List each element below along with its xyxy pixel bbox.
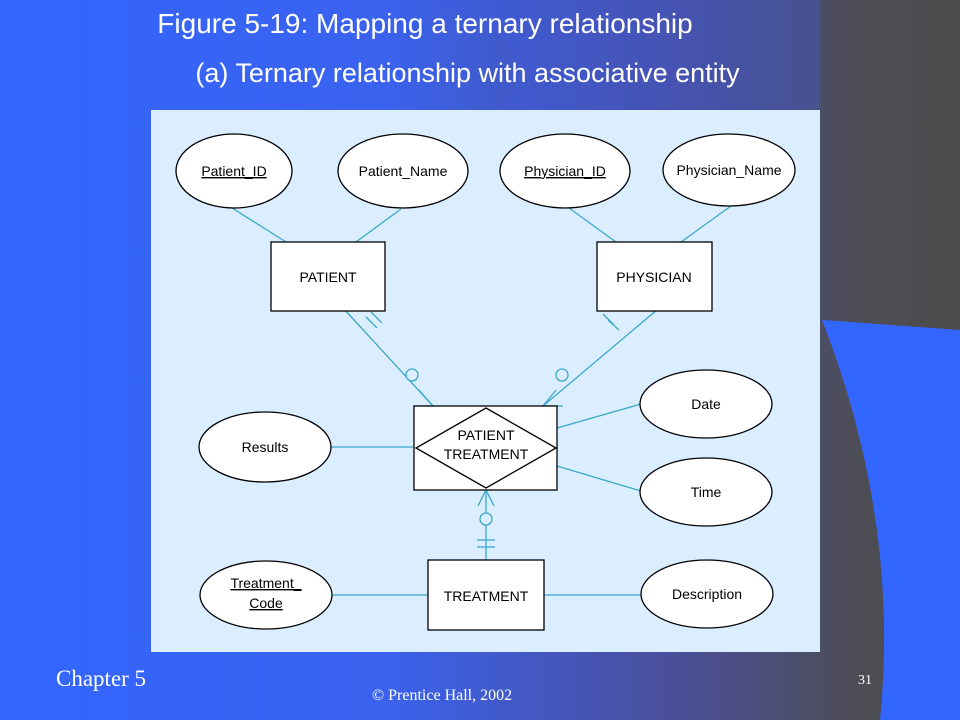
line-patient-id: [228, 205, 287, 243]
chapter-label: Chapter 5: [56, 666, 147, 691]
results-label: Results: [242, 439, 289, 455]
optional-circle-patient: [405, 368, 419, 382]
attr-patient-id: [175, 133, 293, 209]
attr-physician-name: [662, 133, 796, 207]
attr-treatment-code: [199, 560, 333, 630]
associative-diamond: [414, 407, 558, 489]
line-physician-id: [568, 207, 617, 243]
line-patient-assoc: [343, 308, 434, 407]
connector-lines: [228, 205, 732, 596]
attr-date: [639, 369, 773, 439]
optional-circle-physician: [555, 368, 569, 382]
slide-title: Figure 5-19: Mapping a ternary relations…: [157, 8, 693, 39]
page-number: 31: [858, 673, 872, 688]
line-date: [556, 403, 642, 429]
attr-time: [639, 457, 773, 527]
assoc-label-line2: TREATMENT: [444, 446, 529, 462]
physician-entity-label: PHYSICIAN: [616, 269, 691, 285]
patient-id-label: Patient_ID: [201, 163, 266, 179]
time-label: Time: [691, 484, 722, 500]
line-time: [556, 465, 642, 492]
patient-entity-label: PATIENT: [299, 269, 356, 285]
line-physician-name: [680, 205, 732, 243]
line-patient-name: [355, 208, 402, 243]
er-diagram: Patient_ID Patient_Name Physician_ID Phy…: [175, 133, 796, 631]
line-physician-assoc: [542, 308, 659, 407]
entity-patient: [270, 241, 386, 312]
patient-name-label: Patient_Name: [359, 163, 448, 179]
description-label: Description: [672, 586, 742, 602]
assoc-label-line1: PATIENT: [457, 427, 514, 443]
slide-subtitle: (a) Ternary relationship with associativ…: [195, 58, 740, 88]
decorative-swoosh: [822, 320, 960, 720]
attr-physician-id: [499, 133, 631, 209]
physician-name-label: Physician_Name: [676, 162, 781, 178]
optional-circle-treatment: [479, 512, 493, 526]
attr-description: [640, 559, 774, 629]
treatment-code-label-line1: Treatment_: [230, 575, 301, 591]
date-label: Date: [691, 396, 721, 412]
er-diagram-panel: Patient_ID Patient_Name Physician_ID Phy…: [151, 110, 820, 652]
treatment-code-label-line2: Code: [249, 595, 283, 611]
entity-physician: [596, 241, 713, 312]
treatment-entity-label: TREATMENT: [444, 588, 529, 604]
attr-patient-name: [337, 133, 469, 209]
entity-treatment: [427, 559, 545, 631]
attr-results: [198, 411, 332, 483]
physician-id-label: Physician_ID: [524, 163, 606, 179]
copyright-label: © Prentice Hall, 2002: [372, 687, 513, 704]
